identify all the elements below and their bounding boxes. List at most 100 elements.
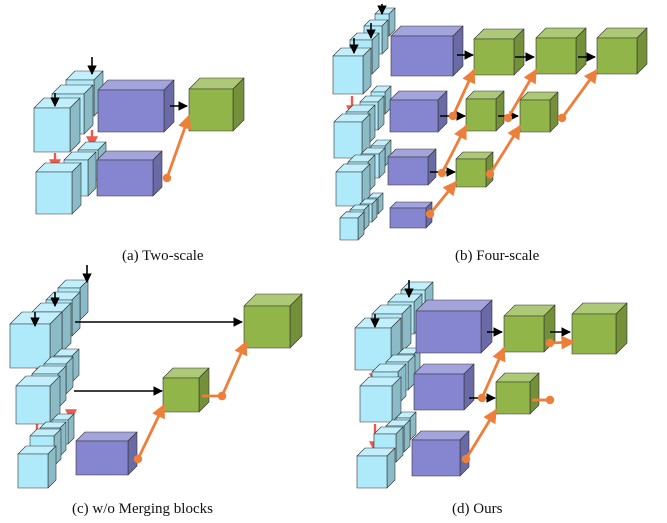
caption-two-scale: (a) Two-scale	[122, 248, 204, 264]
b-orange-connector-2-dot	[503, 113, 513, 123]
a-encoder-block-5-side	[87, 151, 97, 197]
d-orange-merge-1-dot	[545, 395, 555, 405]
a-encoder-block-3-front	[33, 107, 71, 153]
c-green-block-1-front	[243, 305, 291, 349]
b-purple-block-4	[389, 201, 433, 229]
b-encoder-block-4-front	[332, 55, 364, 95]
b-purple-block-3-front	[387, 156, 429, 186]
c-encoder-block-4-front	[9, 323, 51, 369]
b-encoder-block-16	[339, 211, 365, 241]
d-purple-block-1-top	[415, 299, 493, 312]
d-green-block-3	[495, 372, 540, 415]
b-green-block-2-front	[535, 37, 577, 75]
b-green-block-6-front	[455, 158, 487, 188]
c-green-block-2	[162, 367, 210, 413]
d-purple-block-2-top	[413, 363, 475, 375]
b-encoder-block-12-front	[335, 171, 363, 207]
b-encoder-block-4	[332, 47, 372, 95]
b-green-block-1	[473, 28, 525, 76]
d-encoder-block-4-front	[354, 327, 392, 371]
b-encoder-block-12	[335, 163, 371, 207]
b-orange-connector-6	[428, 180, 458, 215]
d-orange-connector-3-dot	[461, 454, 471, 464]
b-encoder-block-6-side	[377, 95, 385, 131]
d-purple-block-1	[415, 299, 493, 354]
d-purple-block-3-front	[411, 439, 461, 477]
d-purple-block-2-front	[413, 373, 465, 411]
d-green-block-1-front	[503, 315, 545, 353]
c-orange-connector-1-dot	[217, 391, 227, 401]
c-encoder-block-3-side	[61, 302, 72, 353]
a-encoder-block-3	[33, 97, 81, 153]
b-green-block-1-front	[473, 38, 515, 76]
a-encoder-block-6-front	[35, 171, 73, 215]
d-purple-block-1-front	[415, 310, 482, 354]
c-encoder-block-8-front	[15, 385, 51, 425]
a-orange-connector-1	[165, 114, 192, 179]
d-green-block-2-front	[571, 313, 617, 355]
b-purple-block-4-front	[389, 207, 427, 229]
c-encoder-block-12	[17, 445, 57, 489]
b-encoder-block-8	[333, 113, 371, 159]
a-purple-block-1-top	[97, 79, 175, 91]
b-purple-block-1	[390, 25, 464, 77]
a-purple-block-1	[97, 79, 175, 133]
c-green-block-1	[243, 293, 303, 349]
c-purple-block-1-top	[75, 431, 138, 442]
d-encoder-block-8	[359, 376, 402, 423]
b-orange-connector-1	[451, 68, 476, 117]
b-orange-connector-4-dot	[437, 168, 447, 178]
c-purple-block-1	[75, 431, 138, 476]
a-purple-block-1-front	[97, 89, 165, 133]
b-green-block-4-front	[465, 98, 497, 132]
b-orange-connector-1-dot	[448, 111, 458, 121]
caption-four-scale: (b) Four-scale	[455, 248, 540, 264]
c-orange-connector-1	[220, 340, 248, 397]
d-encoder-block-10-side	[403, 419, 411, 453]
d-encoder-block-12-front	[356, 455, 388, 489]
d-encoder-block-12	[356, 447, 396, 489]
d-green-block-2	[571, 302, 628, 355]
d-purple-block-3-top	[411, 430, 470, 441]
b-encoder-block-16-front	[339, 217, 359, 241]
c-orange-connector-2	[136, 403, 166, 460]
a-encoder-block-6-side	[71, 162, 82, 215]
a-green-block-1	[188, 77, 245, 132]
b-orange-connector-6-dot	[425, 209, 435, 219]
b-encoder-block-2-side	[381, 19, 389, 55]
b-purple-block-4-top	[389, 201, 433, 209]
d-orange-connector-3	[464, 408, 498, 460]
c-encoder-block-12-front	[17, 453, 49, 489]
b-orange-connector-4	[440, 124, 468, 174]
caption-ours: (d) Ours	[452, 501, 503, 517]
b-encoder-block-4-side	[362, 47, 372, 95]
d-orange-connector-1-dot	[545, 338, 555, 348]
caption-without-merging-blocks: (c) w/o Merging blocks	[72, 501, 213, 517]
d-orange-connector-2	[480, 346, 506, 399]
b-orange-connector-3	[560, 68, 599, 119]
c-encoder-block-2-side	[71, 291, 81, 337]
b-green-block-2	[535, 27, 587, 75]
a-purple-block-2-front	[96, 159, 154, 197]
a-green-block-1-front	[188, 88, 234, 132]
b-purple-block-2-top	[389, 90, 448, 101]
b-green-block-6	[455, 151, 494, 188]
d-orange-connector-2-dot	[477, 393, 487, 403]
b-green-block-3	[596, 27, 648, 75]
c-purple-block-1-front	[75, 440, 129, 476]
b-green-block-5-front	[519, 99, 551, 133]
b-purple-block-1-front	[390, 35, 454, 77]
a-encoder-block-6	[35, 162, 82, 215]
c-encoder-block-6-side	[65, 356, 74, 395]
b-green-block-4	[465, 90, 505, 132]
b-purple-block-2-front	[389, 99, 439, 133]
a-encoder-block-2-side	[83, 84, 94, 135]
b-encoder-block-3-side	[371, 32, 380, 75]
b-encoder-block-8-front	[333, 121, 363, 159]
b-orange-connector-3-dot	[557, 113, 567, 123]
b-purple-block-1-top	[390, 25, 464, 37]
b-green-block-5	[519, 91, 559, 133]
a-orange-connector-1-dot	[162, 173, 172, 183]
d-purple-block-3	[411, 430, 470, 477]
